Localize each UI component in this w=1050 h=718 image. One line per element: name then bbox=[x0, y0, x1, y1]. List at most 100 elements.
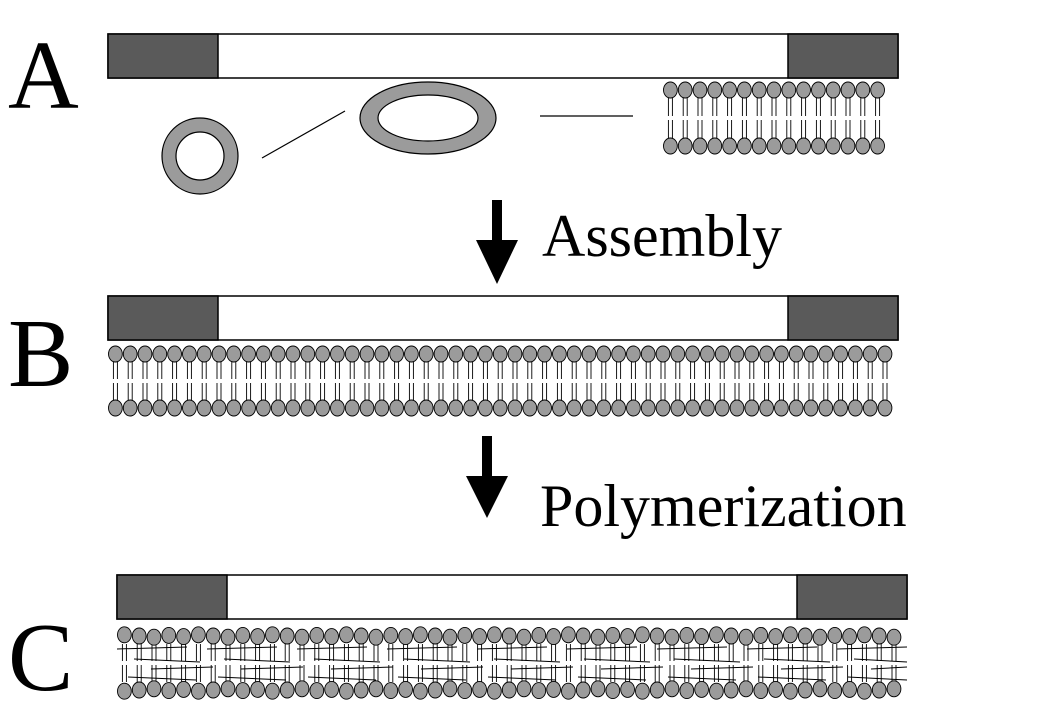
lipid-head bbox=[842, 628, 857, 646]
lipid-head bbox=[855, 81, 871, 99]
lipid-head bbox=[167, 399, 182, 417]
polymer-crosslink bbox=[656, 646, 728, 650]
lipid-head bbox=[649, 681, 665, 699]
polymer-crosslink bbox=[217, 676, 287, 681]
lipid-head bbox=[812, 680, 828, 698]
polymer-crosslink bbox=[206, 646, 278, 650]
lipid-head bbox=[759, 399, 774, 417]
lipid-head bbox=[146, 680, 162, 698]
lipid-head bbox=[818, 345, 834, 363]
lipid-head bbox=[137, 399, 153, 417]
lipid-head bbox=[751, 81, 767, 99]
lipid-head bbox=[146, 628, 162, 646]
lipid-head bbox=[492, 399, 508, 417]
lipid-head bbox=[737, 137, 752, 155]
lipid-head bbox=[825, 137, 841, 155]
lipid-head bbox=[339, 626, 354, 644]
lipid-head bbox=[546, 628, 561, 646]
lipid-head bbox=[374, 399, 390, 417]
lipid-head bbox=[722, 137, 737, 155]
lipid-head bbox=[241, 345, 256, 363]
lipid-head bbox=[472, 628, 487, 646]
lipid-head bbox=[492, 345, 508, 363]
lipid-head bbox=[413, 626, 428, 644]
electrode-right-a bbox=[787, 33, 899, 79]
lipid-head bbox=[309, 682, 325, 700]
lipid-head bbox=[723, 627, 739, 645]
lipid-head bbox=[315, 345, 330, 363]
stage-label-a: A bbox=[8, 22, 79, 130]
lipid-head bbox=[840, 81, 856, 99]
polymer-crosslink bbox=[487, 676, 557, 681]
lipid-head bbox=[108, 345, 123, 363]
lipid-head bbox=[862, 345, 878, 363]
lipid-head bbox=[707, 81, 723, 99]
lipid-head bbox=[552, 345, 567, 363]
electrode-left-a bbox=[107, 33, 219, 79]
lipid-head bbox=[522, 345, 538, 363]
lipid-head bbox=[131, 627, 147, 645]
lipid-head bbox=[561, 626, 576, 644]
lipid-head bbox=[256, 345, 271, 363]
lipid-head bbox=[196, 399, 212, 417]
lipid-head bbox=[766, 81, 782, 99]
lipid-head bbox=[472, 680, 487, 698]
stage-label-b: B bbox=[8, 300, 73, 408]
lipid-head bbox=[161, 626, 177, 644]
lipid-head bbox=[663, 81, 678, 99]
lipid-head bbox=[709, 626, 724, 644]
lipid-head bbox=[700, 399, 715, 417]
lipid-head bbox=[507, 345, 523, 363]
lipid-head bbox=[191, 626, 206, 644]
lipid-head bbox=[871, 627, 887, 645]
lipid-head bbox=[279, 681, 295, 699]
stage-label-c: C bbox=[8, 604, 73, 712]
substrate-a bbox=[107, 33, 899, 79]
assembly-label: Assembly bbox=[542, 203, 782, 269]
lipid-bilayer-fragment bbox=[663, 81, 885, 155]
lipid-head bbox=[478, 345, 493, 363]
lipid-head bbox=[516, 680, 532, 698]
electrode-right-b bbox=[787, 295, 899, 341]
lipid-head bbox=[626, 345, 641, 363]
lipid-head bbox=[531, 682, 547, 700]
lipid-head bbox=[640, 345, 656, 363]
lipid-head bbox=[294, 680, 310, 698]
lipid-head bbox=[871, 681, 887, 699]
lipid-head bbox=[605, 626, 621, 644]
lipid-head bbox=[478, 399, 493, 417]
lipid-head bbox=[359, 399, 375, 417]
polymer-crosslink bbox=[397, 676, 467, 681]
lipid-head bbox=[152, 345, 168, 363]
lipid-head bbox=[353, 681, 369, 699]
lipid-head bbox=[368, 680, 384, 698]
lipid-head bbox=[692, 81, 708, 99]
lipid-head bbox=[857, 626, 872, 644]
lipid-head bbox=[448, 399, 464, 417]
lipid-head bbox=[855, 137, 871, 155]
lipid-head bbox=[781, 137, 797, 155]
lipid-head bbox=[670, 345, 686, 363]
lipid-head bbox=[182, 399, 197, 417]
lipid-head bbox=[226, 345, 242, 363]
polymer-crosslink bbox=[313, 658, 381, 663]
lipid-head bbox=[205, 681, 221, 699]
lipid-head bbox=[848, 345, 863, 363]
lipid-head bbox=[709, 682, 724, 700]
lipid-head bbox=[797, 627, 813, 645]
lipid-head bbox=[220, 628, 236, 646]
lipid-head bbox=[353, 627, 369, 645]
lipid-head bbox=[235, 682, 251, 700]
lipid-head bbox=[590, 628, 606, 646]
lipid-head bbox=[418, 399, 434, 417]
lipid-head bbox=[501, 627, 517, 645]
lipid-head bbox=[131, 681, 147, 699]
polymer-crosslink bbox=[577, 676, 647, 681]
lipid-head bbox=[205, 627, 221, 645]
lipid-head bbox=[759, 345, 774, 363]
lipid-head bbox=[374, 345, 390, 363]
lipid-head bbox=[774, 345, 789, 363]
lipid-head bbox=[344, 345, 360, 363]
lipid-head bbox=[457, 682, 473, 700]
